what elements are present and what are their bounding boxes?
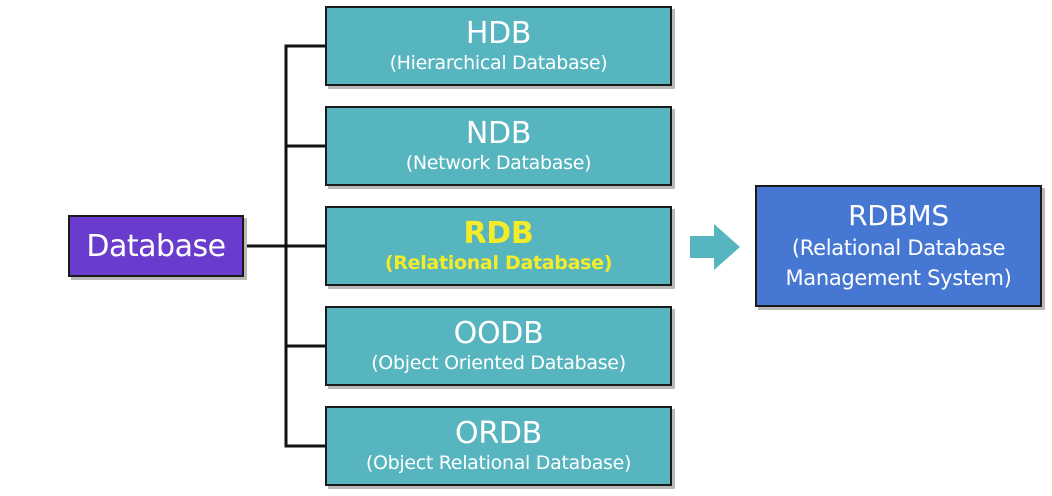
oodb-box: OODB (Object Oriented Database) bbox=[325, 306, 672, 386]
rdb-abbr: RDB bbox=[463, 215, 534, 251]
rdbms-full-name: (Relational Database Management System) bbox=[785, 236, 1012, 290]
oodb-full-name: (Object Oriented Database) bbox=[371, 351, 626, 374]
rdbms-abbr: RDBMS bbox=[848, 199, 949, 232]
rdbms-box: RDBMS (Relational Database Management Sy… bbox=[755, 185, 1042, 307]
database-label: Database bbox=[86, 228, 226, 264]
ndb-abbr: NDB bbox=[465, 115, 532, 151]
database-box: Database bbox=[68, 215, 244, 277]
ndb-box: NDB (Network Database) bbox=[325, 106, 672, 186]
right-arrow-icon bbox=[690, 224, 740, 270]
hdb-box: HDB (Hierarchical Database) bbox=[325, 6, 672, 86]
ordb-abbr: ORDB bbox=[455, 415, 542, 451]
hdb-abbr: HDB bbox=[465, 15, 532, 51]
oodb-abbr: OODB bbox=[453, 315, 544, 351]
ordb-box: ORDB (Object Relational Database) bbox=[325, 406, 672, 486]
ndb-full-name: (Network Database) bbox=[405, 151, 592, 174]
hdb-full-name: (Hierarchical Database) bbox=[389, 51, 608, 74]
ordb-full-name: (Object Relational Database) bbox=[365, 451, 632, 474]
rdb-box: RDB (Relational Database) bbox=[325, 206, 672, 286]
rdb-full-name: (Relational Database) bbox=[384, 251, 613, 274]
